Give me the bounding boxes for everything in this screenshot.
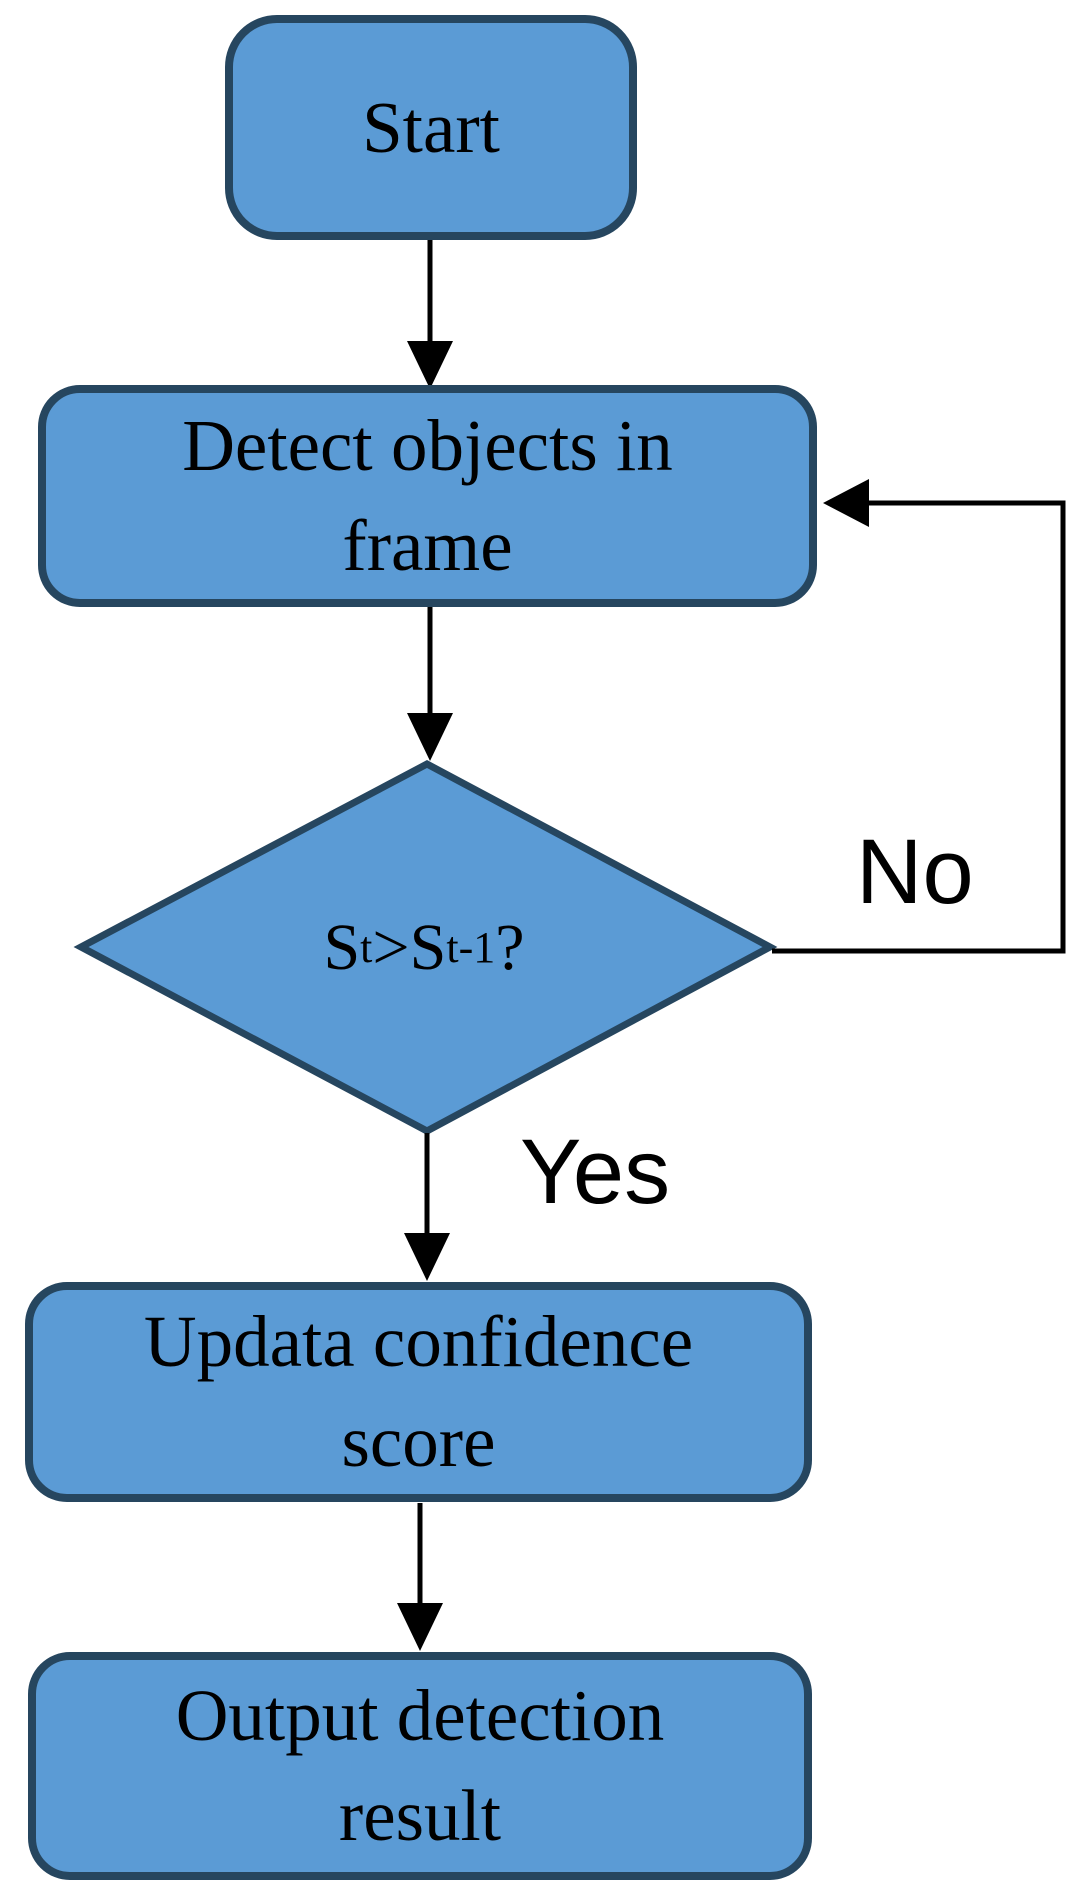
node-update-confidence: Updata confidence score <box>25 1282 812 1502</box>
decision-base2: S <box>409 910 447 984</box>
edge-update-output <box>397 1503 443 1651</box>
edge-detect-decision <box>407 607 453 761</box>
arrowhead-down-icon <box>407 713 453 761</box>
arrowhead-left-icon <box>823 479 869 527</box>
decision-base1: S <box>323 910 361 984</box>
decision-sub1: t <box>360 923 373 972</box>
node-detect-label: Detect objects in frame <box>182 405 673 586</box>
decision-sub2: t-1 <box>446 923 496 972</box>
edge-label-yes: Yes <box>520 1121 671 1223</box>
edge-no-loop-line <box>772 500 1066 954</box>
decision-operator: > <box>372 910 410 984</box>
edge-start-detect <box>407 240 453 389</box>
arrowhead-down-icon <box>404 1233 450 1281</box>
node-detect-objects: Detect objects in frame <box>38 385 817 607</box>
node-start: Start <box>225 15 637 240</box>
node-output-result: Output detection result <box>28 1652 812 1880</box>
arrowhead-down-icon <box>407 341 453 389</box>
node-output-label: Output detection result <box>175 1675 665 1856</box>
edge-decision-detect-loop <box>772 479 1066 954</box>
decision-suffix: ? <box>495 910 525 984</box>
node-update-label: Updata confidence score <box>143 1301 694 1482</box>
node-decision-shape <box>73 760 778 1135</box>
arrowhead-down-icon <box>397 1603 443 1651</box>
edge-decision-update <box>404 1133 450 1281</box>
node-start-label: Start <box>362 86 500 168</box>
edge-label-no: No <box>856 821 974 923</box>
